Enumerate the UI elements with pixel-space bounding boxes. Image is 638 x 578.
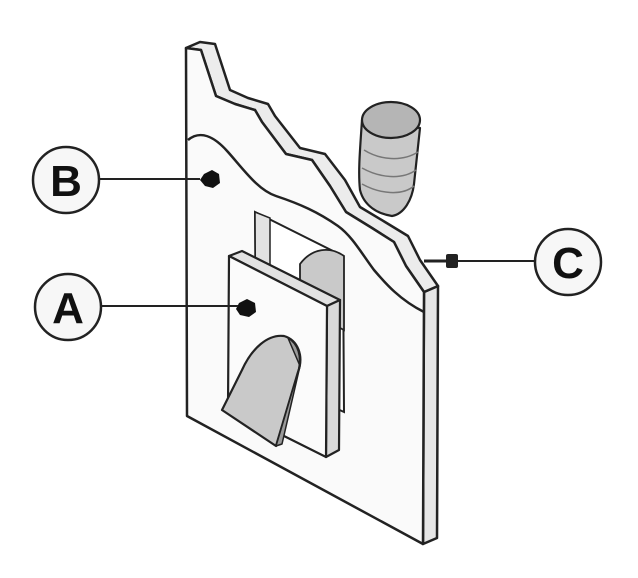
vent-hood-side [324, 298, 342, 459]
callout-c: C [533, 227, 603, 297]
vent-outlet [220, 334, 302, 448]
callout-a-label: A [52, 284, 84, 333]
callout-c-label: C [552, 239, 584, 288]
wall-panel-edge [421, 284, 440, 546]
callout-b: B [31, 145, 101, 215]
marker-dot-b [200, 170, 220, 188]
wall-cutaway-line [187, 133, 425, 314]
vent-pipe [358, 100, 422, 218]
marker-dot-a [236, 299, 256, 317]
callout-a: A [33, 272, 103, 342]
callout-b-label: B [50, 157, 82, 206]
screw [424, 254, 458, 268]
